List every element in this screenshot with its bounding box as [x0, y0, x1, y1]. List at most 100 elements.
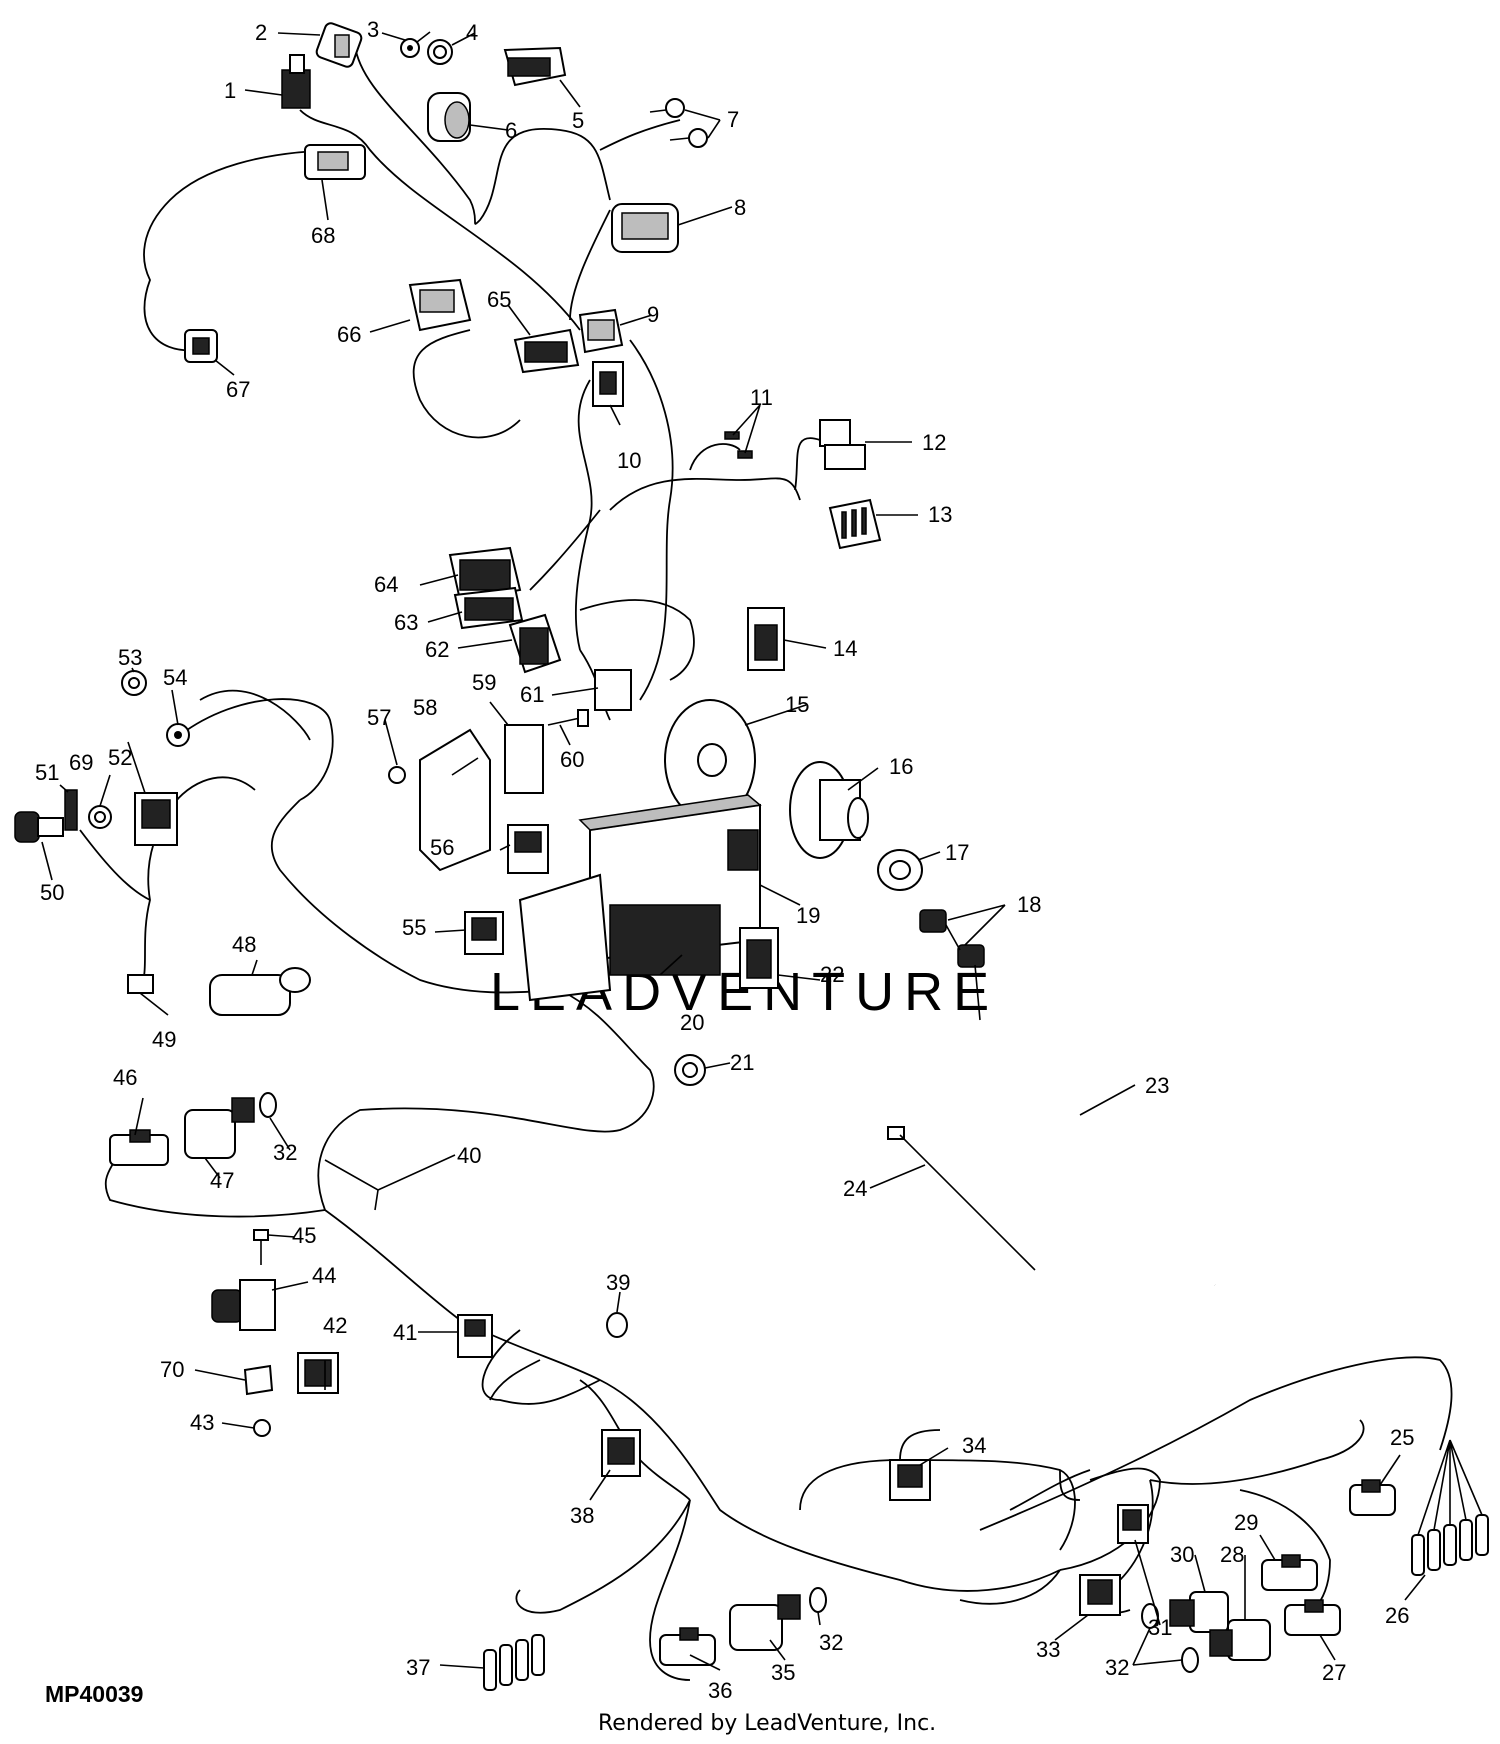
- callout-21: 21: [730, 1050, 754, 1075]
- callout-6: 6: [505, 118, 517, 143]
- callout-63: 63: [394, 610, 418, 635]
- part-10-connector: [592, 361, 624, 407]
- part-60-bolt: [547, 709, 589, 727]
- callout-66: 66: [337, 322, 361, 347]
- callout-16: 16: [889, 754, 913, 779]
- callout-42: 42: [323, 1313, 347, 1338]
- part-69-nut: [88, 805, 112, 829]
- part-33-connector: [1079, 1574, 1121, 1616]
- part-45-bolt: [253, 1229, 269, 1265]
- part-25-connector: [1349, 1479, 1396, 1516]
- callout-57: 57: [367, 705, 391, 730]
- part-49-terminal: [127, 974, 154, 994]
- callout-50: 50: [40, 880, 64, 905]
- credit-line: Rendered by LeadVenture, Inc.: [598, 1711, 936, 1736]
- callout-9: 9: [647, 302, 659, 327]
- callout-20: 20: [680, 1010, 704, 1035]
- part-53-nut: [121, 670, 147, 696]
- part-24-cable-tie: [887, 1126, 1036, 1271]
- part-35-sensor: [729, 1594, 801, 1651]
- part-42-connector: [297, 1352, 339, 1394]
- part-32-washer-a: [259, 1092, 277, 1118]
- callout-65: 65: [487, 287, 511, 312]
- part-46-connector: [109, 1129, 169, 1166]
- callout-14: 14: [833, 636, 857, 661]
- part-9-connector: [578, 308, 624, 354]
- callout-43: 43: [190, 1410, 214, 1435]
- callout-17: 17: [945, 840, 969, 865]
- part-7-ring-terminals: [649, 98, 708, 148]
- callout-32-a: 32: [273, 1140, 297, 1165]
- part-61-connector: [594, 669, 632, 711]
- part-3-ring-terminal: [400, 31, 431, 58]
- part-29-connector: [1261, 1554, 1318, 1591]
- part-12-connector: [819, 419, 866, 470]
- callout-40: 40: [457, 1143, 481, 1168]
- callout-23: 23: [1145, 1073, 1169, 1098]
- callout-48: 48: [232, 932, 256, 957]
- callout-53: 53: [118, 645, 142, 670]
- part-64-connector: [448, 546, 522, 602]
- callout-5: 5: [572, 108, 584, 133]
- harness-wires: [79, 44, 1453, 1681]
- callout-35: 35: [771, 1660, 795, 1685]
- part-41-relay: [457, 1314, 493, 1358]
- callout-27: 27: [1322, 1660, 1346, 1685]
- figure-id: MP40039: [45, 1681, 143, 1707]
- callout-26: 26: [1385, 1603, 1409, 1628]
- part-26-connector-bundle: [1411, 1439, 1489, 1576]
- callout-61: 61: [520, 682, 544, 707]
- callout-30: 30: [1170, 1542, 1194, 1567]
- callout-68: 68: [311, 223, 335, 248]
- callout-67: 67: [226, 377, 250, 402]
- part-20-fuse-holder: [518, 873, 721, 1002]
- part-55-relay: [464, 911, 504, 955]
- callout-32-c: 32: [1105, 1655, 1129, 1680]
- part-18-keys: [919, 909, 985, 1021]
- part-58-module: [419, 728, 491, 872]
- callout-10: 10: [617, 448, 641, 473]
- callout-labels: 1 2 3 4 5 6 7 8 9 10 11 12 13 14 15 16 1…: [35, 17, 1414, 1703]
- callout-29: 29: [1234, 1510, 1258, 1535]
- part-68-connector: [304, 144, 366, 180]
- callout-45: 45: [292, 1223, 316, 1248]
- part-32-washers-cd: [1141, 1603, 1199, 1673]
- callout-51: 51: [35, 760, 59, 785]
- callout-22: 22: [820, 962, 844, 987]
- part-54-ring-terminal: [166, 723, 190, 747]
- callout-56: 56: [430, 835, 454, 860]
- part-43-nut: [253, 1419, 271, 1437]
- part-65-connector: [513, 328, 580, 374]
- part-70-plate: [243, 1364, 274, 1396]
- callout-2: 2: [255, 20, 267, 45]
- callout-11: 11: [750, 385, 773, 410]
- part-39-terminal: [606, 1312, 628, 1338]
- part-50-switch: [14, 811, 64, 843]
- part-21-grommet: [674, 1054, 706, 1086]
- callout-33: 33: [1036, 1637, 1060, 1662]
- part-48-fuse-holder: [209, 967, 311, 1016]
- callout-39: 39: [606, 1270, 630, 1295]
- part-14-connector: [747, 607, 785, 671]
- part-27-connector: [1284, 1599, 1341, 1636]
- part-16-ignition-switch: [789, 761, 869, 859]
- callout-38: 38: [570, 1503, 594, 1528]
- callout-31: 31: [1148, 1615, 1172, 1640]
- part-17-nut: [877, 849, 923, 891]
- part-23-conduit: [1005, 1065, 1218, 1290]
- callout-60: 60: [560, 747, 584, 772]
- callout-44: 44: [312, 1263, 336, 1288]
- callout-19: 19: [796, 903, 820, 928]
- part-36-connector: [659, 1627, 716, 1666]
- part-32-washer-b: [809, 1587, 827, 1613]
- callout-54: 54: [163, 665, 187, 690]
- callout-52: 52: [108, 745, 132, 770]
- part-38-connector: [601, 1429, 641, 1477]
- part-57-nut: [388, 766, 406, 784]
- part-67-connector: [184, 329, 218, 363]
- callout-70: 70: [160, 1357, 184, 1382]
- part-4-nut: [427, 39, 453, 65]
- callout-8: 8: [734, 195, 746, 220]
- leader-lines: [41, 32, 1426, 1671]
